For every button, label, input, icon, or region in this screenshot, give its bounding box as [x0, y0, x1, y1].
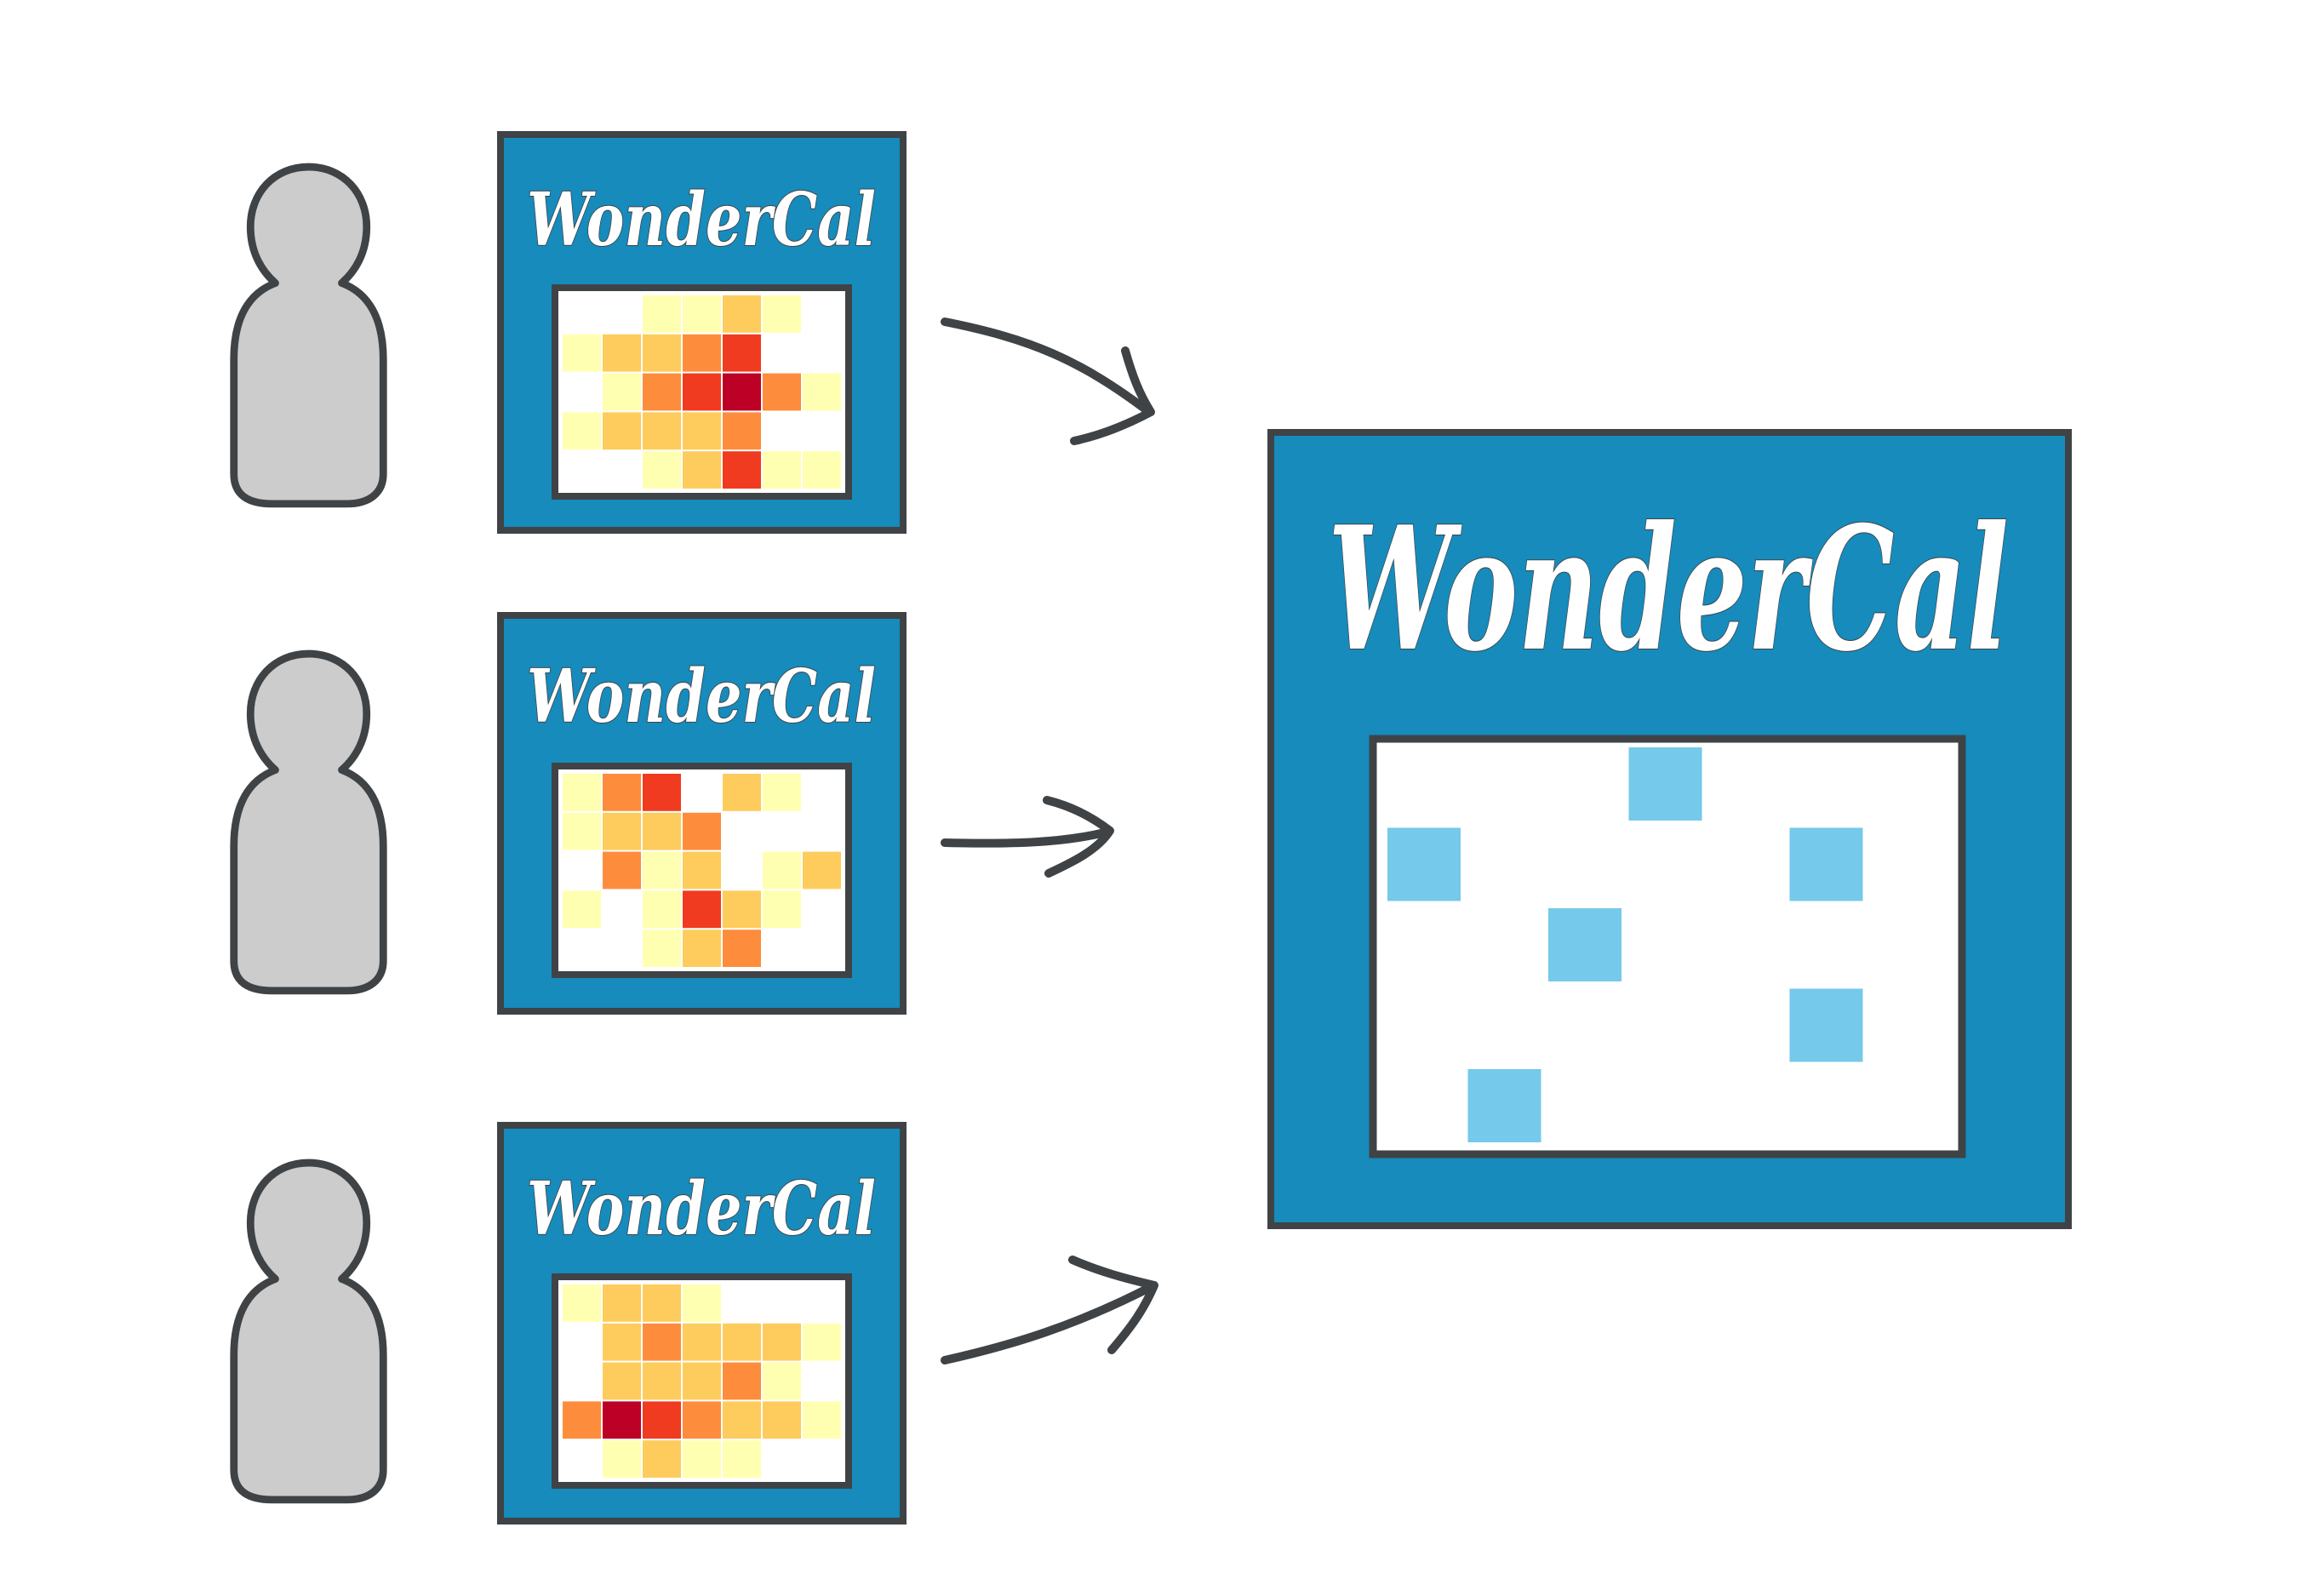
- heatmap-cell: [723, 1440, 761, 1478]
- app-logo-text: WonderCal: [527, 654, 876, 740]
- free-slot-block: [1789, 827, 1863, 901]
- arrow-icon: [941, 1256, 1158, 1364]
- heatmap-cell: [603, 334, 641, 372]
- heatmap-cell: [603, 1440, 641, 1478]
- heatmap-cell: [643, 1440, 681, 1478]
- heatmap-cell: [563, 334, 601, 372]
- heatmap-cell: [563, 1284, 601, 1322]
- heatmap-cell: [683, 812, 721, 850]
- heatmap-cell: [763, 1323, 801, 1361]
- heatmap-cell: [603, 1284, 641, 1322]
- app-logo-text: WonderCal: [527, 177, 876, 263]
- heatmap-cell: [723, 1401, 761, 1439]
- heatmap-cell: [803, 373, 841, 411]
- heatmap-cell: [683, 930, 721, 967]
- heatmap-cell: [763, 890, 801, 929]
- heatmap-cell: [803, 1323, 841, 1361]
- heatmap-cell: [563, 890, 601, 929]
- heatmap-cell: [683, 1401, 721, 1439]
- heatmap-cell: [643, 334, 681, 372]
- free-slot-block: [1628, 747, 1702, 821]
- heatmap-cell: [723, 334, 761, 372]
- heatmap-cell: [683, 890, 721, 929]
- free-slot-block: [1467, 1069, 1541, 1142]
- free-slot-block: [1548, 908, 1622, 981]
- heatmap-cell: [723, 1323, 761, 1361]
- app-logo-text: WonderCal: [527, 1166, 876, 1252]
- heatmap-cell: [763, 851, 801, 890]
- heatmap-cell: [723, 774, 761, 811]
- user-calendar-app: WonderCal: [497, 1122, 907, 1524]
- person-icon: [234, 1163, 384, 1500]
- heatmap-cell: [603, 1401, 641, 1439]
- heatmap-cell: [723, 451, 761, 489]
- heatmap-cell: [603, 412, 641, 450]
- heatmap-cell: [603, 373, 641, 411]
- heatmap-cell: [643, 1323, 681, 1361]
- heatmap-cell: [683, 1323, 721, 1361]
- calendar-heatmap-grid: [563, 774, 841, 967]
- heatmap-cell: [643, 373, 681, 411]
- heatmap-cell: [603, 812, 641, 850]
- heatmap-cell: [803, 851, 841, 890]
- heatmap-cell: [683, 412, 721, 450]
- heatmap-cell: [643, 774, 681, 811]
- heatmap-cell: [683, 295, 721, 333]
- heatmap-cell: [683, 373, 721, 411]
- heatmap-cell: [563, 812, 601, 850]
- heatmap-cell: [763, 295, 801, 333]
- calendar-heatmap-grid: [563, 1284, 841, 1478]
- heatmap-cell: [683, 1362, 721, 1400]
- heatmap-cell: [603, 851, 641, 890]
- heatmap-cell: [803, 1401, 841, 1439]
- heatmap-cell: [683, 451, 721, 489]
- heatmap-cell: [643, 812, 681, 850]
- heatmap-cell: [763, 451, 801, 489]
- heatmap-cell: [603, 774, 641, 811]
- heatmap-cell: [803, 451, 841, 489]
- heatmap-cell: [563, 412, 601, 450]
- arrow-icon: [941, 796, 1114, 878]
- heatmap-cell: [763, 373, 801, 411]
- heatmap-cell: [563, 1401, 601, 1439]
- heatmap-cell: [643, 1401, 681, 1439]
- heatmap-cell: [683, 1440, 721, 1478]
- free-slot-block: [1789, 988, 1863, 1062]
- heatmap-cell: [603, 1323, 641, 1361]
- heatmap-cell: [643, 451, 681, 489]
- heatmap-cell: [723, 1362, 761, 1400]
- heatmap-cell: [643, 1284, 681, 1322]
- user-calendar-app: WonderCal: [497, 131, 907, 534]
- aggregate-logo-text: WonderCal: [1328, 489, 2009, 689]
- person-icon: [234, 654, 384, 991]
- heatmap-cell: [643, 930, 681, 967]
- heatmap-cell: [683, 851, 721, 890]
- heatmap-cell: [763, 1362, 801, 1400]
- heatmap-cell: [603, 1362, 641, 1400]
- heatmap-cell: [643, 295, 681, 333]
- user-calendar-app: WonderCal: [497, 612, 907, 1015]
- free-slot-block: [1387, 827, 1461, 901]
- heatmap-cell: [723, 373, 761, 411]
- heatmap-cell: [643, 851, 681, 890]
- heatmap-cell: [763, 1401, 801, 1439]
- heatmap-cell: [683, 1284, 721, 1322]
- heatmap-cell: [643, 412, 681, 450]
- heatmap-cell: [723, 412, 761, 450]
- heatmap-cell: [683, 334, 721, 372]
- calendar-heatmap-grid: [563, 295, 841, 489]
- heatmap-cell: [763, 774, 801, 811]
- person-icon: [234, 167, 384, 504]
- heatmap-cell: [723, 890, 761, 929]
- heatmap-cell: [563, 774, 601, 811]
- heatmap-cell: [643, 890, 681, 929]
- arrow-icon: [941, 317, 1155, 445]
- aggregate-free-slots: [1387, 747, 1863, 1142]
- heatmap-cell: [723, 295, 761, 333]
- aggregate-calendar-app: WonderCal: [1267, 429, 2072, 1229]
- heatmap-cell: [643, 1362, 681, 1400]
- heatmap-cell: [723, 930, 761, 967]
